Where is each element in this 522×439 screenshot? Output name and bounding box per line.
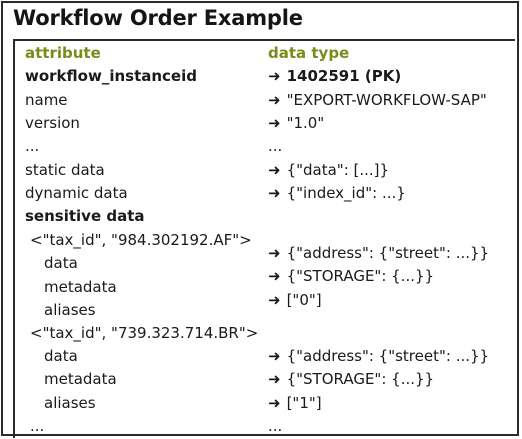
type-value: {"address": {"street": ...}} xyxy=(286,347,490,365)
arrow-icon: ➜ xyxy=(268,370,281,388)
type-value: {"index_id": ...} xyxy=(286,184,406,202)
header-data-type: data type xyxy=(268,44,350,62)
arrow-icon: ➜ xyxy=(268,267,281,285)
type-value: ["1"] xyxy=(286,394,322,412)
attr-ellipsis-2: ... xyxy=(30,417,45,435)
type-version: ➜ "1.0" xyxy=(268,114,324,132)
attr-aliases-1: aliases xyxy=(44,301,96,319)
type-data-1: ➜ {"address": {"street": ...}} xyxy=(268,244,489,262)
header-attribute: attribute xyxy=(25,44,101,62)
attr-name: name xyxy=(25,91,68,109)
arrow-icon: ➜ xyxy=(268,184,281,202)
type-workflow-instanceid: ➜ 1402591 (PK) xyxy=(268,67,401,85)
arrow-icon: ➜ xyxy=(268,347,281,365)
type-value: ["0"] xyxy=(286,291,322,309)
attr-ellipsis-1: ... xyxy=(25,137,40,155)
type-value: "1.0" xyxy=(286,114,325,132)
attr-sensitive-data: sensitive data xyxy=(25,207,145,225)
arrow-icon: ➜ xyxy=(268,244,281,262)
type-ellipsis-1: ... xyxy=(268,137,283,155)
type-value: 1402591 (PK) xyxy=(286,67,402,85)
type-data-2: ➜ {"address": {"street": ...}} xyxy=(268,347,489,365)
type-metadata-1: ➜ {"STORAGE": {...}} xyxy=(268,267,434,285)
attr-dynamic-data: dynamic data xyxy=(25,184,128,202)
type-value: {"address": {"street": ...}} xyxy=(286,244,490,262)
attr-metadata-1: metadata xyxy=(44,278,117,296)
table-panel xyxy=(13,39,515,438)
type-static-data: ➜ {"data": [...]} xyxy=(268,161,389,179)
arrow-icon: ➜ xyxy=(268,161,281,179)
arrow-icon: ➜ xyxy=(268,91,281,109)
attr-static-data: static data xyxy=(25,161,105,179)
type-ellipsis-2: ... xyxy=(268,417,283,435)
attr-data-2: data xyxy=(44,347,78,365)
attr-workflow-instanceid: workflow_instanceid xyxy=(25,67,197,85)
type-name: ➜ "EXPORT-WORKFLOW-SAP" xyxy=(268,91,487,109)
attr-data-1: data xyxy=(44,254,78,272)
type-value: {"STORAGE": {...}} xyxy=(286,370,435,388)
type-metadata-2: ➜ {"STORAGE": {...}} xyxy=(268,370,434,388)
type-aliases-1: ➜ ["0"] xyxy=(268,291,322,309)
type-dynamic-data: ➜ {"index_id": ...} xyxy=(268,184,406,202)
attr-tax-id-2: <"tax_id", "739.323.714.BR"> xyxy=(30,324,259,342)
type-value: {"STORAGE": {...}} xyxy=(286,267,435,285)
attr-aliases-2: aliases xyxy=(44,394,96,412)
type-aliases-2: ➜ ["1"] xyxy=(268,394,322,412)
attr-version: version xyxy=(25,114,80,132)
arrow-icon: ➜ xyxy=(268,114,281,132)
type-value: {"data": [...]} xyxy=(286,161,390,179)
arrow-icon: ➜ xyxy=(268,394,281,412)
attr-tax-id-1: <"tax_id", "984.302192.AF"> xyxy=(30,231,252,249)
type-value: "EXPORT-WORKFLOW-SAP" xyxy=(286,91,487,109)
arrow-icon: ➜ xyxy=(268,67,281,85)
diagram-title: Workflow Order Example xyxy=(13,6,303,30)
arrow-icon: ➜ xyxy=(268,291,281,309)
attr-metadata-2: metadata xyxy=(44,370,117,388)
